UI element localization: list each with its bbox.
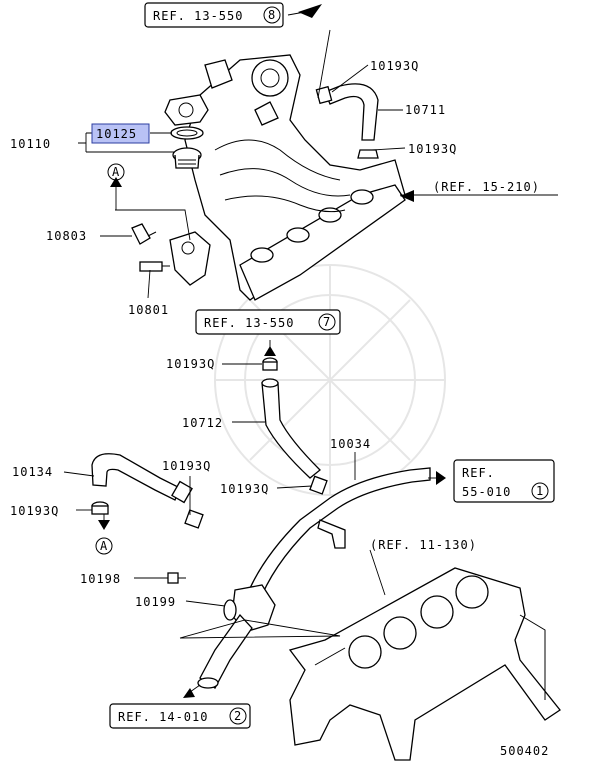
watermark-emblem: [214, 264, 446, 496]
ref-55-010-1-circle: 1: [536, 484, 544, 498]
direction-arrows: [98, 4, 446, 698]
ref-14-010-2-circle: 2: [234, 709, 242, 723]
ref-15-210[interactable]: (REF. 15-210): [433, 180, 540, 194]
ref-13-550-7-circle: 7: [323, 315, 331, 329]
marker-a-top: A: [107, 163, 125, 181]
hose-10134: [91, 453, 193, 504]
ref-13-550-8-text: REF. 13-550: [153, 9, 243, 23]
part-10125-highlight: [91, 123, 150, 144]
clamp-10193q-center: [184, 475, 328, 529]
part-10193q-center[interactable]: 10193Q: [162, 459, 211, 473]
bolt-10198: [167, 572, 186, 584]
ref-55-010-1-line1: REF.: [462, 466, 495, 480]
part-10193q-mid[interactable]: 10193Q: [166, 357, 215, 371]
ref-11-130[interactable]: (REF. 11-130): [370, 538, 477, 552]
hose-10712: [261, 378, 321, 479]
part-10198[interactable]: 10198: [80, 572, 121, 586]
part-10134[interactable]: 10134: [12, 465, 53, 479]
thermostat-cap: [164, 94, 209, 140]
marker-a-bottom-label: A: [100, 539, 108, 553]
part-10034[interactable]: 10034: [330, 437, 371, 451]
ref-13-550-8-circle: 8: [268, 8, 276, 22]
part-10193q-right[interactable]: 10193Q: [408, 142, 457, 156]
sensor-10803: [131, 223, 157, 245]
ref-box-14-010-2[interactable]: REF. 14-010 2: [109, 703, 251, 729]
part-10193q-lower[interactable]: 10193Q: [220, 482, 269, 496]
marker-a-top-label: A: [112, 165, 120, 179]
ref-box-55-010-1[interactable]: REF. 55-010 1: [453, 459, 555, 503]
ref-box-13-550-7[interactable]: REF. 13-550 7: [195, 309, 341, 335]
part-10125[interactable]: 10125: [96, 127, 137, 141]
water-pipe-10034: [244, 467, 431, 606]
leader-lines: [63, 29, 558, 639]
part-10712[interactable]: 10712: [182, 416, 223, 430]
sensor-10801: [139, 261, 170, 272]
intake-manifold: [184, 54, 406, 301]
engine-block: [288, 567, 561, 761]
ref-15-210-text: (REF. 15-210): [433, 180, 540, 194]
hose-10711: [315, 83, 379, 159]
part-10193q-left[interactable]: 10193Q: [10, 504, 59, 518]
ref-14-010-2-text: REF. 14-010: [118, 710, 208, 724]
thermostat: [172, 147, 202, 169]
marker-a-bottom: A: [95, 537, 113, 555]
water-outlet-housing: [169, 231, 211, 286]
part-labels: 10193Q 10711 10193Q 10110 10125 10803 10…: [10, 59, 457, 609]
part-10801[interactable]: 10801: [128, 303, 169, 317]
part-10110[interactable]: 10110: [10, 137, 51, 151]
ref-box-13-550-8[interactable]: REF. 13-550 8: [144, 2, 284, 28]
ref-11-130-text: (REF. 11-130): [370, 538, 477, 552]
diagram-id: 500402: [500, 744, 549, 758]
ref-55-010-1-line2: 55-010: [462, 485, 511, 499]
gasket-10199: [223, 599, 237, 621]
part-10199[interactable]: 10199: [135, 595, 176, 609]
ref-13-550-7-text: REF. 13-550: [204, 316, 294, 330]
fitting-10193q-left: [91, 501, 109, 515]
part-10803[interactable]: 10803: [46, 229, 87, 243]
fitting-10193q-mid: [262, 357, 278, 371]
water-inlet-fitting: [197, 584, 276, 689]
part-10711[interactable]: 10711: [405, 103, 446, 117]
part-10193q-top[interactable]: 10193Q: [370, 59, 419, 73]
